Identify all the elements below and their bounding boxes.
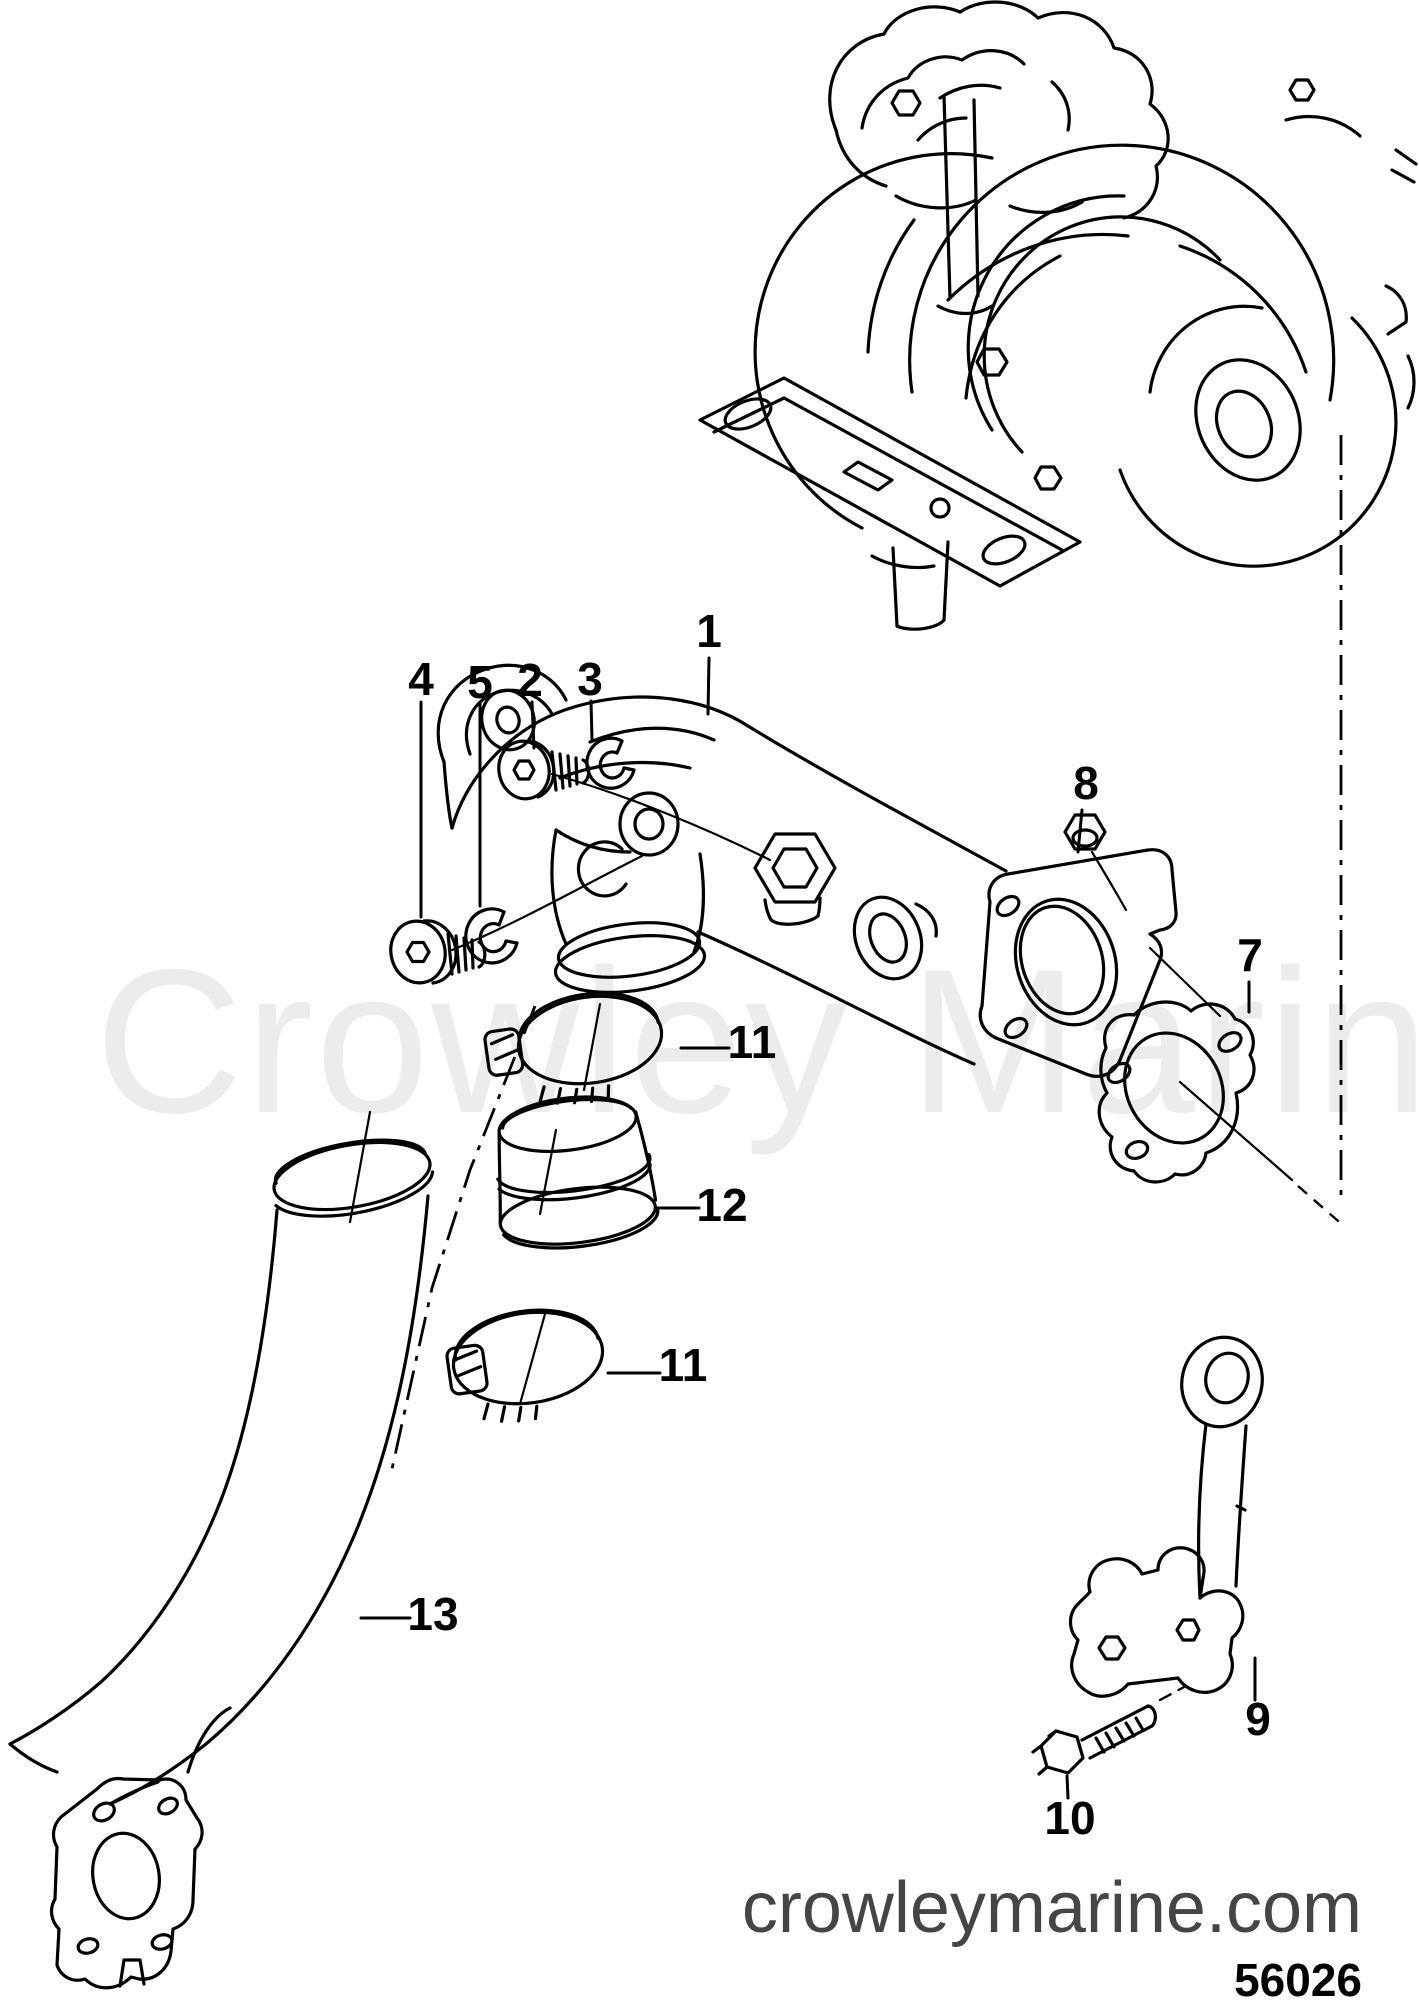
callout-label-2: 2	[517, 654, 543, 706]
callout-label-3: 3	[577, 653, 603, 705]
plug-bolt-2-drawing	[497, 739, 591, 801]
callout-label-5: 5	[467, 656, 493, 708]
hose-clamp-lower-drawing	[445, 1308, 605, 1423]
callout-label-13: 13	[407, 1588, 458, 1640]
callout-leader-2	[530, 700, 536, 750]
alignment-axis-lines	[388, 435, 1346, 1479]
bolt-axis-line-lower	[450, 854, 644, 952]
callout-label-4: 4	[408, 653, 434, 705]
callout-label-7: 7	[1237, 929, 1263, 981]
exhaust-pipe-drawing	[8, 1110, 435, 1990]
engine-assembly-drawing	[698, 0, 1418, 631]
callout-leader-8	[1076, 808, 1084, 854]
clamp-lower-axis	[518, 1312, 547, 1406]
watermark-text: Crowley Marine	[95, 927, 1419, 1156]
gasket-drawing	[1097, 1000, 1256, 1184]
callout-label-11: 11	[659, 1339, 708, 1391]
drawing-number: 56026	[1234, 1954, 1362, 2001]
lock-washer-3-drawing	[585, 736, 636, 790]
clamp-upper-axis	[582, 1002, 602, 1092]
hose-clamp-upper-drawing	[483, 991, 664, 1105]
footer-site-label: crowleymarine.com	[742, 1868, 1362, 1948]
hose-axis	[538, 1128, 558, 1216]
callout-leader-3	[589, 699, 594, 742]
callout-leader-1	[706, 656, 711, 716]
bracket-bolt-drawing	[1031, 1685, 1186, 1776]
callout-leader-10	[1065, 1774, 1070, 1800]
callout-label-9: 9	[1245, 1693, 1271, 1745]
hose-drawing	[496, 1095, 660, 1250]
lock-washer-5-drawing	[464, 907, 519, 965]
callout-label-10: 10	[1044, 1792, 1095, 1844]
bracket-drawing	[1068, 1335, 1264, 1698]
callout-label-11: 11	[728, 1016, 777, 1068]
bolt-axis-line-upper	[550, 772, 772, 862]
callout-label-1: 1	[696, 605, 722, 657]
callout-label-12: 12	[696, 1179, 747, 1231]
flange-bolt-8-drawing	[1063, 813, 1128, 912]
callout-label-8: 8	[1073, 757, 1099, 809]
